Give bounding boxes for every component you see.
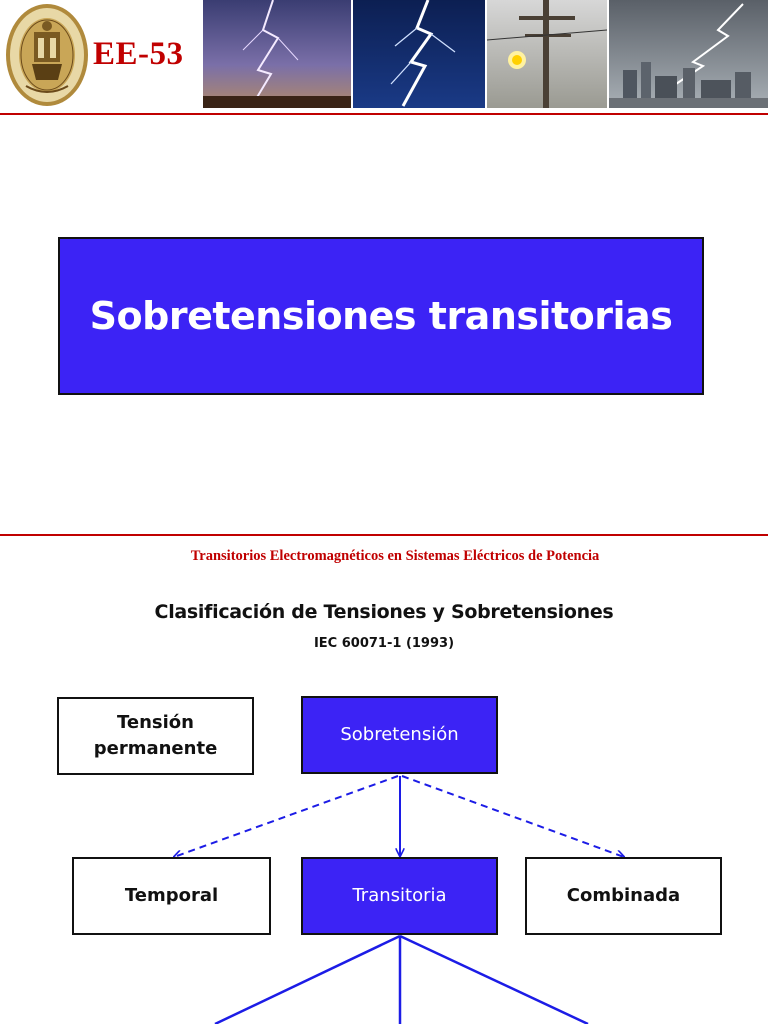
title-box: Sobretensiones transitorias (58, 237, 704, 395)
slide-header: EE-53 (0, 0, 768, 110)
node-overvoltage: Sobretensión (301, 696, 498, 774)
lightning-skyline-photo (609, 0, 768, 108)
node-transient: Transitoria (301, 857, 498, 935)
power-pole-arc-photo (486, 0, 608, 108)
slide-title: EE-53 (0, 0, 768, 395)
top-divider (0, 534, 768, 536)
university-seal-icon (6, 4, 88, 106)
slide-title-text: Sobretensiones transitorias (89, 294, 673, 338)
classification-arrows (0, 775, 768, 1024)
arrow-to-combined (401, 775, 624, 857)
course-title: Transitorios Electromagnéticos en Sistem… (190, 548, 600, 564)
slide-classification: Transitorios Electromagnéticos en Sistem… (0, 512, 768, 1024)
course-code: EE-53 (93, 36, 184, 72)
lightning-city-photo (203, 0, 351, 108)
branch-line-left (214, 934, 401, 1024)
standard-reference: IEC 60071-1 (1993) (313, 636, 455, 651)
node-temporary: Temporal (72, 857, 271, 935)
arrow-to-temporal (174, 775, 399, 857)
slide-heading: Clasificación de Tensiones y Sobretensio… (154, 601, 614, 623)
node-permanent-voltage: Tensión permanente (57, 697, 254, 775)
branch-line-right (399, 934, 589, 1024)
node-combined: Combinada (525, 857, 722, 935)
header-photo-strip (203, 0, 768, 108)
lightning-bolt-photo (353, 0, 485, 108)
header-divider (0, 113, 768, 115)
